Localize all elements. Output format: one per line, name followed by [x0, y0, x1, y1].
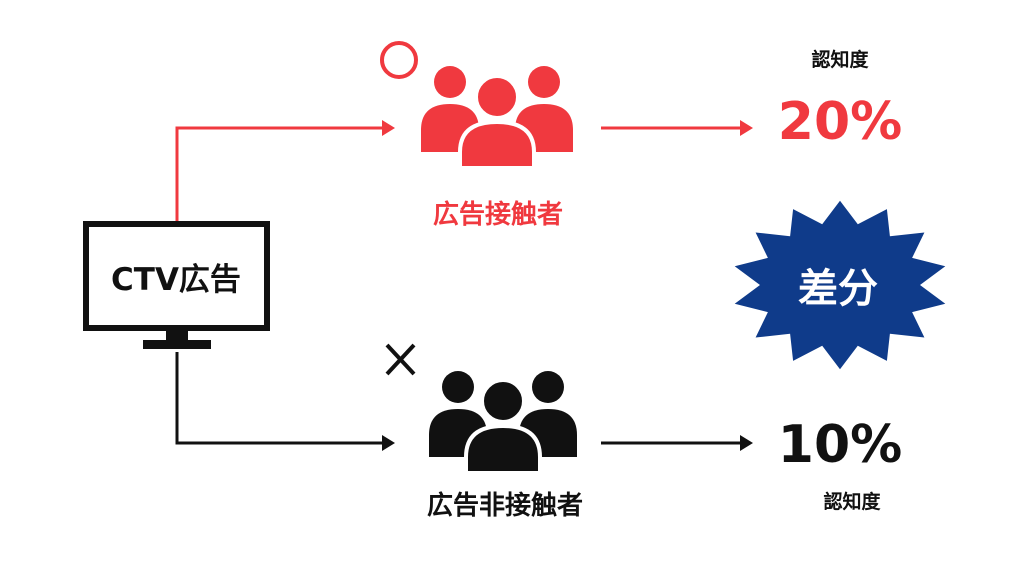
top-metric-label: 認知度: [811, 49, 869, 71]
exposed-connector-arrowhead: [382, 120, 395, 136]
cross-mark-icon: [385, 343, 416, 376]
top-result-value: 20%: [777, 92, 903, 152]
bottom-metric-label: 認知度: [823, 491, 881, 513]
exposed-result-arrowhead: [740, 120, 753, 136]
unexposed-result-arrowhead: [740, 435, 753, 451]
starburst-icon: [734, 200, 946, 370]
tv-label: CTV広告: [111, 261, 241, 298]
unexposed-group-label: 広告非接触者: [426, 491, 583, 521]
unexposed-people-group-icon: [429, 371, 577, 475]
exposed-connector: [175, 126, 382, 222]
unexposed-connector: [175, 352, 382, 445]
difference-badge-label: 差分: [798, 266, 878, 312]
unexposed-connector-arrowhead: [382, 435, 395, 451]
exposed-group-label: 広告接触者: [432, 200, 563, 230]
circle-mark-icon: [380, 41, 418, 79]
bottom-result-value: 10%: [777, 415, 903, 475]
tv-icon: [83, 221, 270, 349]
exposed-people-group-icon: [421, 66, 573, 170]
